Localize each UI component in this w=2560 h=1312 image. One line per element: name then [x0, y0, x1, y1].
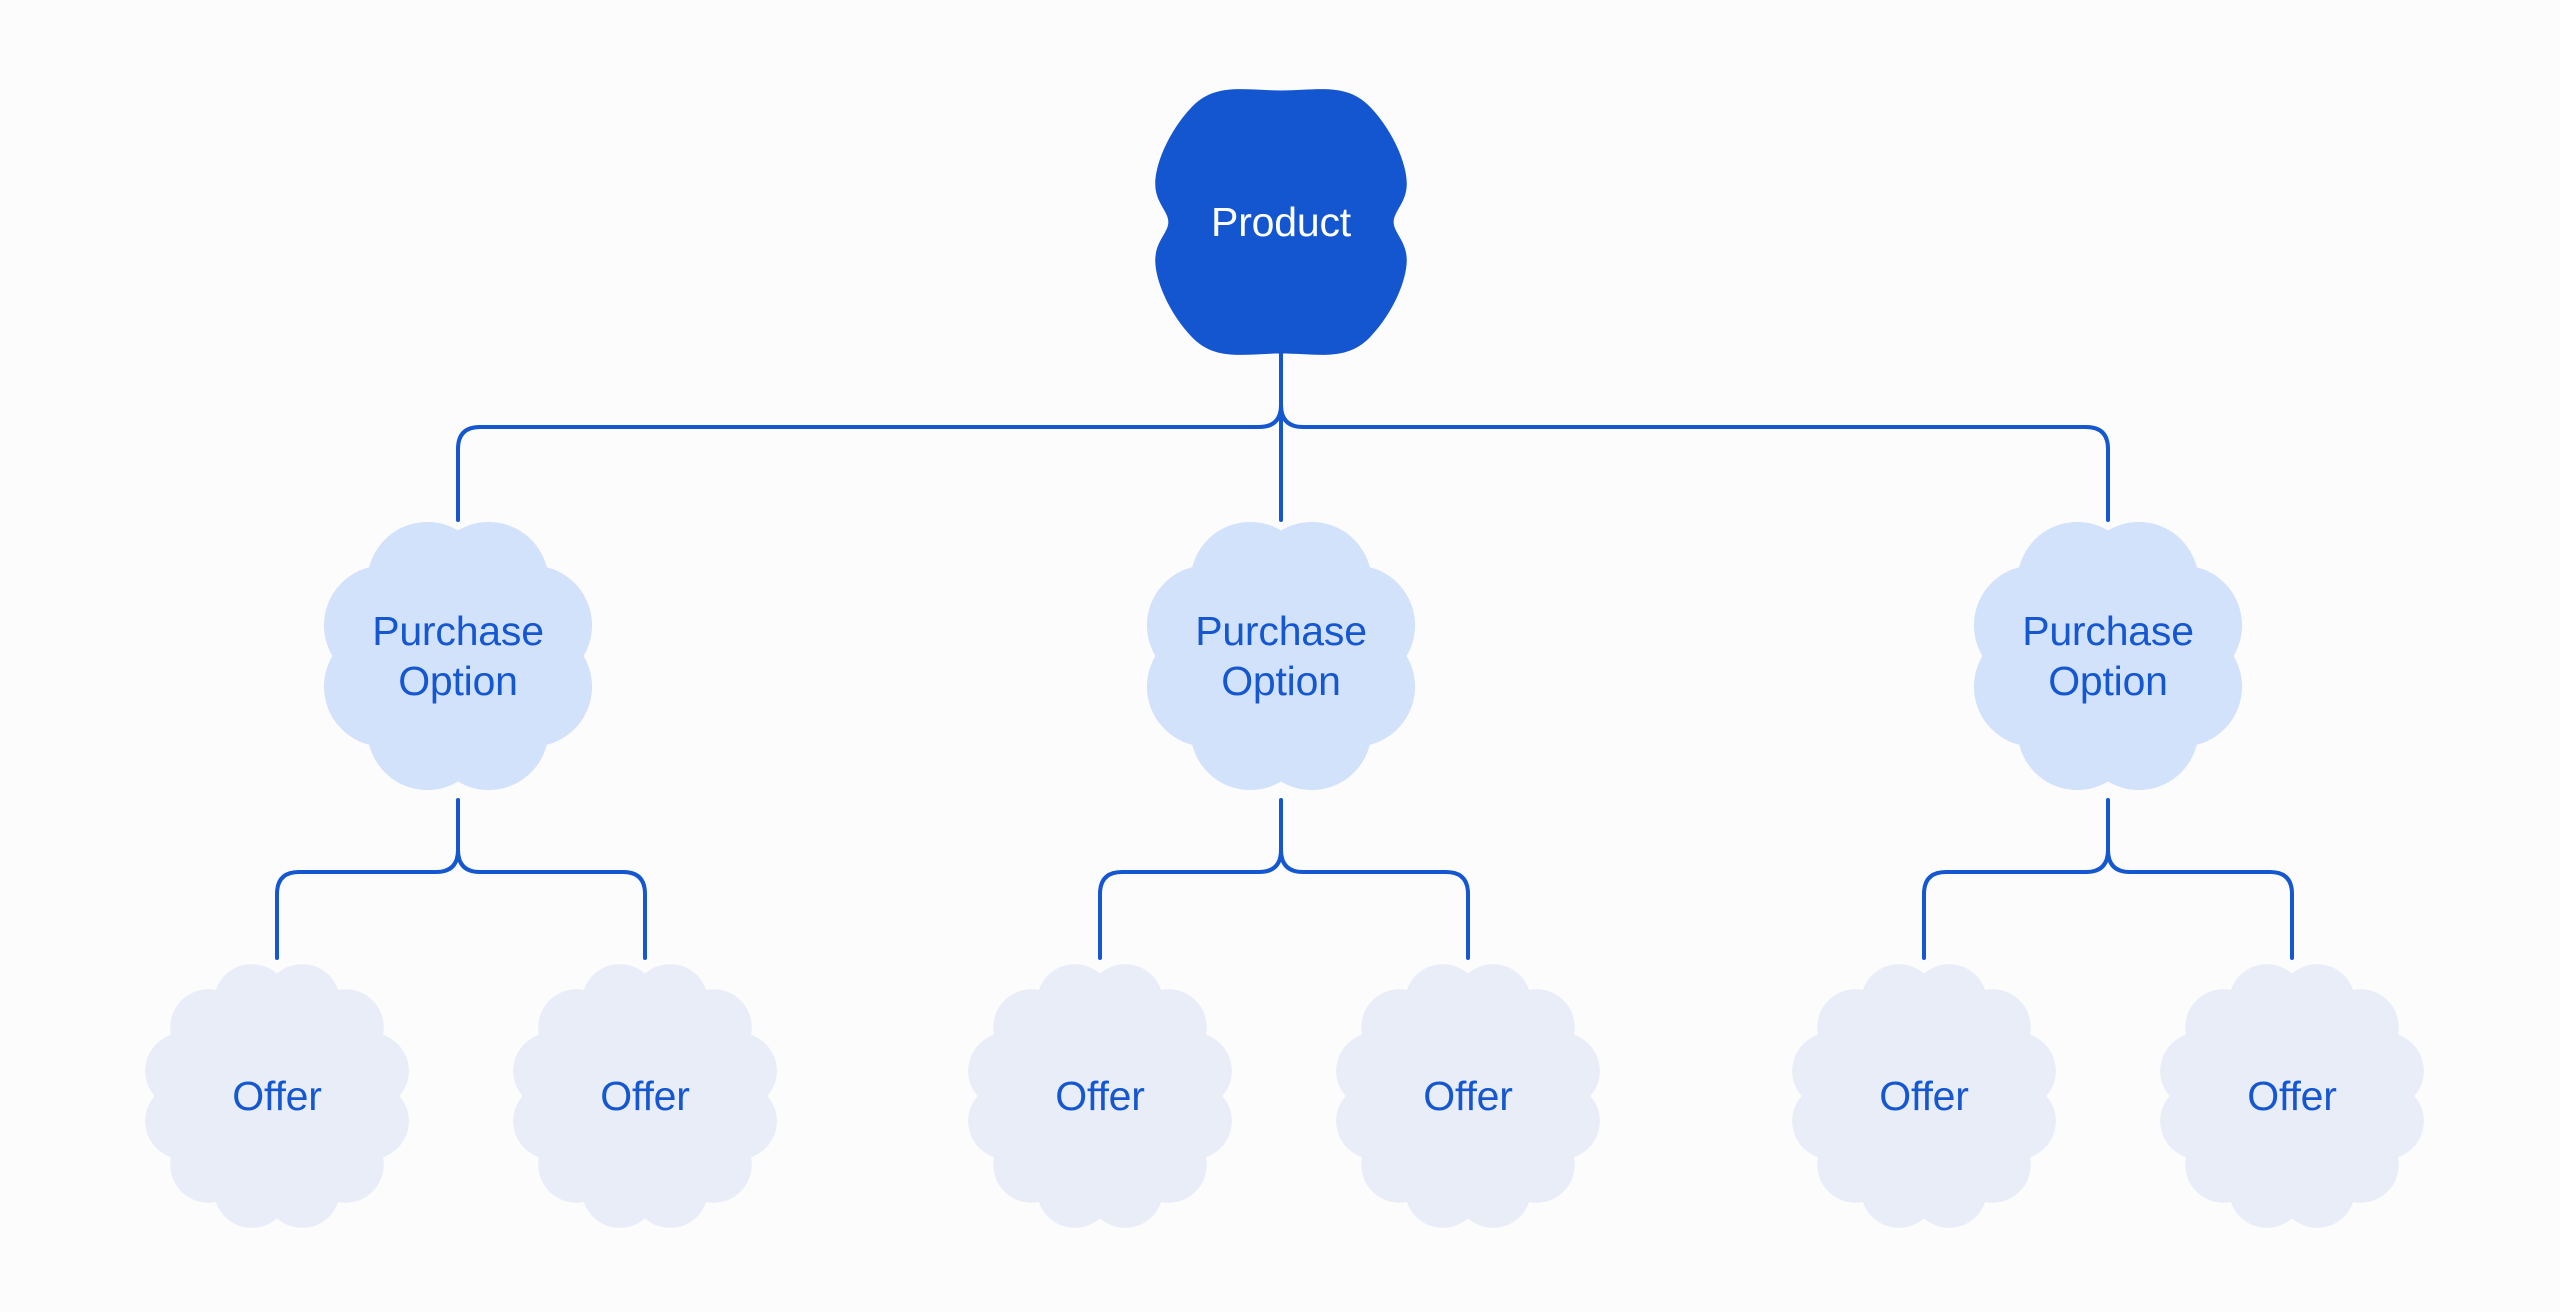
edge-purchase-option-3-to-offer-6 — [2268, 870, 2294, 960]
node-offer-4-label: Offer — [1423, 1072, 1513, 1119]
edge-purchase-option-2-bus-right — [1279, 848, 1448, 874]
node-offer-5-label: Offer — [1879, 1072, 1969, 1119]
offer-scallop-shape — [1336, 964, 1600, 1228]
node-purchase-option-2-label: Purchase Option — [1195, 607, 1367, 704]
node-purchase-option-1-label: Purchase Option — [372, 607, 544, 704]
edge-purchase-option-3-to-offer-5 — [1922, 870, 1948, 960]
node-offer-4[interactable]: Offer — [1332, 948, 1604, 1244]
node-offer-2[interactable]: Offer — [509, 948, 781, 1244]
node-offer-1[interactable]: Offer — [141, 948, 413, 1244]
purchase-option-flower-shape — [1973, 521, 2243, 791]
offer-scallop-shape — [513, 964, 777, 1228]
node-offer-3-label: Offer — [1055, 1072, 1145, 1119]
node-offer-5[interactable]: Offer — [1788, 948, 2060, 1244]
edge-purchase-option-2-to-offer-4 — [1444, 870, 1470, 960]
edge-purchase-option-2-to-offer-3 — [1098, 870, 1124, 960]
edge-purchase-option-1-to-offer-2 — [621, 870, 647, 960]
node-product[interactable]: Product — [1150, 85, 1412, 359]
node-purchase-option-2[interactable]: Purchase Option — [1135, 510, 1427, 802]
edge-bus-level1-right — [1279, 403, 2088, 429]
purchase-option-flower-shape — [323, 521, 593, 791]
node-purchase-option-1[interactable]: Purchase Option — [312, 510, 604, 802]
edge-purchase-option-1-to-offer-1 — [275, 870, 301, 960]
purchase-option-flower-shape — [1146, 521, 1416, 791]
node-offer-1-label: Offer — [232, 1072, 322, 1119]
node-offer-6[interactable]: Offer — [2156, 948, 2428, 1244]
offer-scallop-shape — [968, 964, 1232, 1228]
node-offer-2-label: Offer — [600, 1072, 690, 1119]
node-offer-6-label: Offer — [2247, 1072, 2337, 1119]
edge-purchase-option-1-bus-right — [456, 848, 625, 874]
node-offer-3[interactable]: Offer — [964, 948, 1236, 1244]
node-purchase-option-3[interactable]: Purchase Option — [1962, 510, 2254, 802]
node-purchase-option-3-label: Purchase Option — [2022, 607, 2194, 704]
node-product-label: Product — [1211, 198, 1351, 245]
edge-bus-to-purchase-option-1 — [456, 425, 482, 522]
edge-purchase-option-3-bus-right — [2106, 848, 2272, 874]
offer-scallop-shape — [145, 964, 409, 1228]
offer-scallop-shape — [2160, 964, 2424, 1228]
product-blob-shape — [1155, 89, 1407, 355]
offer-scallop-shape — [1792, 964, 2056, 1228]
edge-bus-to-purchase-option-3 — [2084, 425, 2110, 522]
